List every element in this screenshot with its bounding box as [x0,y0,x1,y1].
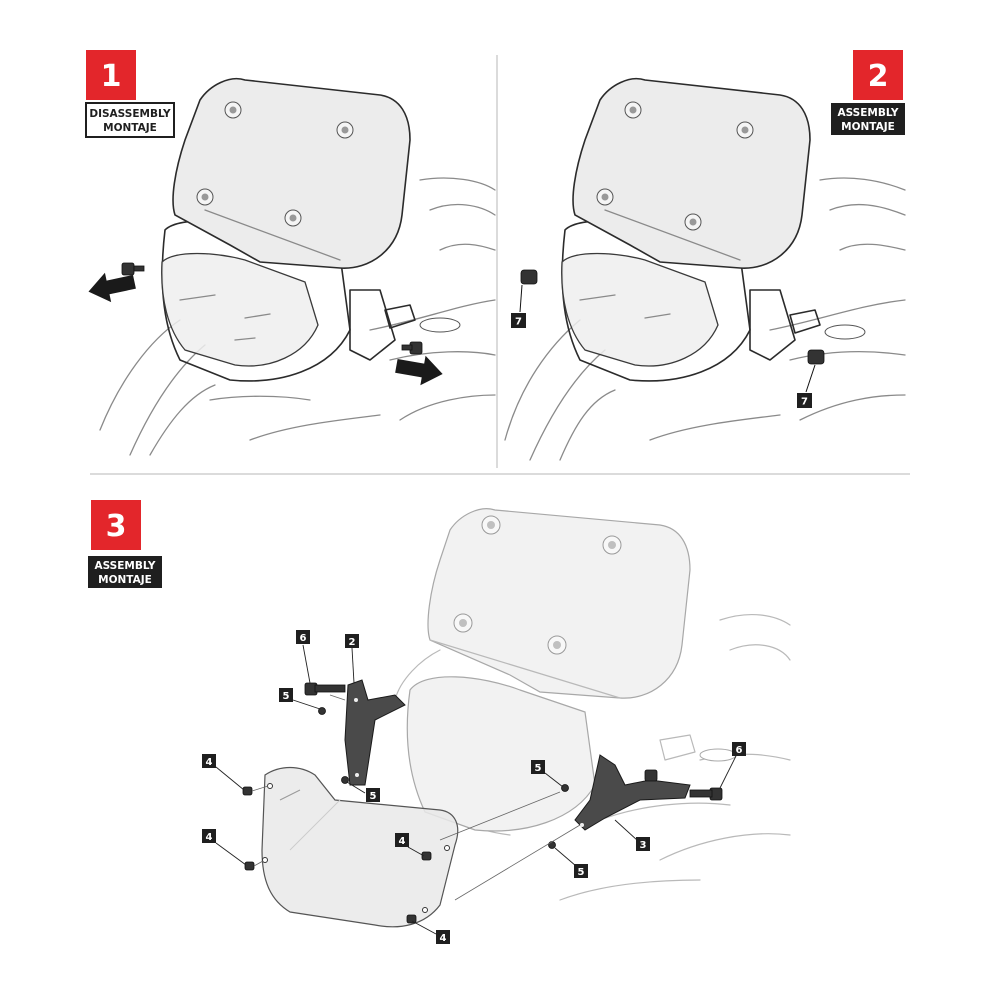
arrow-right-icon [395,355,443,386]
step-3-number: 3 [106,509,127,544]
svg-text:4: 4 [206,832,213,843]
svg-text:4: 4 [206,757,213,768]
step-2-label-line2: MONTAJE [841,121,895,133]
svg-text:7: 7 [801,397,808,408]
callout-4-mid: 4 [395,833,409,847]
svg-text:4: 4 [399,836,406,847]
svg-text:7: 7 [515,317,522,328]
step-3-label-line2: MONTAJE [98,574,152,586]
svg-text:5: 5 [370,791,377,802]
panel-2-assembly [504,78,906,461]
svg-text:6: 6 [736,745,743,756]
callout-5-bracket: 5 [366,788,380,802]
callout-2-bracket: 2 [345,634,359,648]
step-3-badge: 3 ASSEMBLY MONTAJE [88,500,162,588]
step-2-label-line1: ASSEMBLY [837,107,898,119]
callout-4-bottom: 4 [436,930,450,944]
svg-text:5: 5 [535,763,542,774]
callout-6-right: 6 [732,742,746,756]
panel-1-disassembly [88,78,496,456]
arrow-left-icon [88,272,136,303]
callout-4-left-bottom: 4 [202,829,216,843]
callout-3-bracket: 3 [636,837,650,851]
svg-text:5: 5 [578,867,585,878]
callout-5-right-bottom: 5 [574,864,588,878]
step-1-label-line1: DISASSEMBLY [89,108,171,120]
step-1-badge: 1 DISASSEMBLY MONTAJE [85,50,175,138]
callout-7-left: 7 [511,313,526,328]
panel-3-assembly [215,508,791,935]
step-1-number: 1 [101,59,122,94]
svg-text:6: 6 [300,633,307,644]
step-2-badge: 2 ASSEMBLY MONTAJE [831,50,905,135]
svg-text:2: 2 [349,637,356,648]
step-1-label-line2: MONTAJE [103,122,157,134]
callout-5-top: 5 [279,688,293,702]
callout-4-left-top: 4 [202,754,216,768]
svg-text:5: 5 [283,691,290,702]
svg-text:3: 3 [640,840,647,851]
step-3-label-line1: ASSEMBLY [94,560,155,572]
callout-5-right-top: 5 [531,760,545,774]
callout-6-top: 6 [296,630,310,644]
callout-7-right: 7 [797,393,812,408]
step-2-number: 2 [868,59,889,94]
svg-text:4: 4 [440,933,447,944]
